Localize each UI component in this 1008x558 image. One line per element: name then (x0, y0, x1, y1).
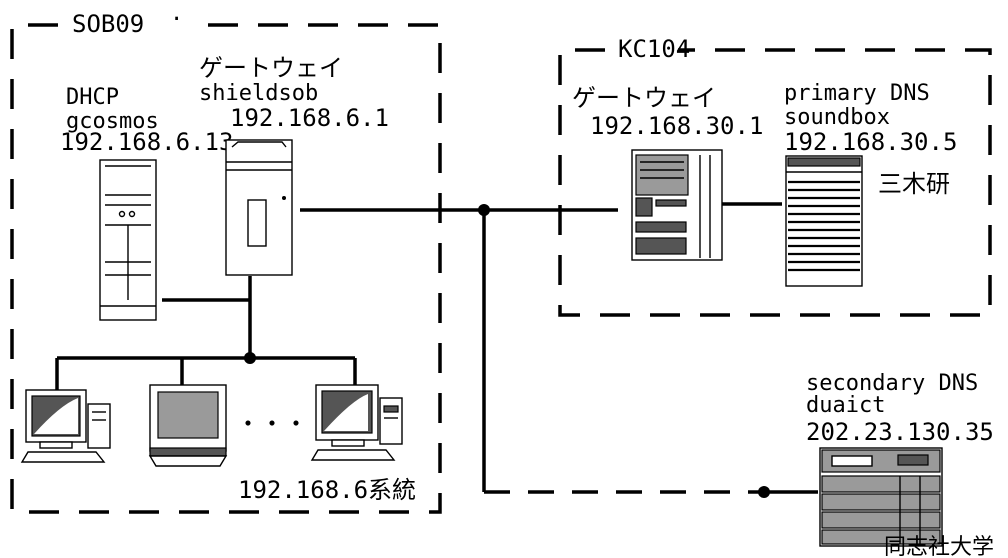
secondary-dns-host: duaict (806, 393, 885, 418)
dhcp-ip: 192.168.6.13 (60, 128, 233, 156)
junction-subnet (244, 352, 256, 364)
gateway-kc-icon (632, 150, 722, 260)
gateway-sob-ip: 192.168.6.1 (230, 104, 389, 132)
primary-dns-host: soundbox (784, 105, 890, 130)
gateway-sob-host: shieldsob (199, 81, 318, 106)
gateway-kc-ip: 192.168.30.1 (590, 112, 763, 140)
primary-dns-ip: 192.168.30.5 (784, 128, 957, 156)
gateway-sob-role: ゲートウェイ (199, 54, 343, 82)
client-pc-1-icon (22, 390, 110, 462)
subnet-ellipsis: ・・・ (236, 410, 308, 438)
secondary-dns-ip: 202.23.130.35 (806, 418, 994, 446)
secondary-dns-server-icon (820, 448, 942, 546)
primary-dns-lab: 三木研 (878, 170, 950, 198)
dhcp-server-icon (100, 160, 156, 320)
secondary-dns-org: 同志社大学 (884, 535, 994, 558)
junction-backbone (478, 204, 490, 216)
gateway-sob-icon (226, 140, 292, 275)
subnet-label: 192.168.6系統 (238, 476, 416, 504)
svg-text:·: · (170, 7, 183, 32)
dhcp-role: DHCP (66, 85, 119, 110)
zone-sob09-label: SOB09 (72, 10, 144, 38)
client-pc-3-icon (312, 385, 402, 460)
primary-dns-role: primary DNS (784, 81, 930, 106)
gateway-kc-role: ゲートウェイ (572, 84, 716, 112)
junction-secondary (758, 486, 770, 498)
client-pc-2-icon (150, 385, 226, 466)
primary-dns-server-icon (786, 156, 862, 286)
zone-kc104-label: KC104 (618, 35, 690, 63)
